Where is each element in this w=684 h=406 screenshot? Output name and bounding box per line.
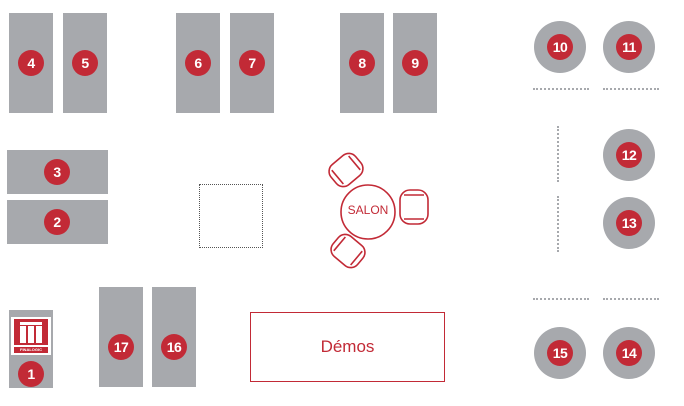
booth-badge-9: 9	[402, 50, 428, 76]
empty-area	[199, 184, 263, 248]
finalogic-logo-text: FINALOGIC	[20, 347, 42, 352]
finalogic-logo-icon	[14, 319, 48, 353]
demo-area[interactable]: Démos	[250, 312, 445, 382]
booth-badge-12: 12	[616, 142, 642, 168]
booth-badge-7: 7	[239, 50, 265, 76]
booth-badge-3: 3	[44, 159, 70, 185]
booth-badge-10: 10	[547, 34, 573, 60]
booth-badge-16: 16	[161, 334, 187, 360]
booth-badge-11: 11	[616, 34, 642, 60]
booth-badge-13: 13	[616, 210, 642, 236]
divider-bottom-right	[603, 298, 659, 300]
booth-badge-4: 4	[18, 50, 44, 76]
salon-lounge[interactable]	[318, 148, 438, 278]
booth-badge-8: 8	[349, 50, 375, 76]
booth-badge-15: 15	[547, 340, 573, 366]
divider-vertical-top	[557, 126, 559, 182]
finalogic-logo: FINALOGIC	[11, 317, 51, 355]
booth-badge-6: 6	[185, 50, 211, 76]
booth-badge-1: 1	[18, 361, 44, 387]
divider-vertical-bottom	[557, 196, 559, 252]
chair-top-icon	[328, 152, 364, 188]
salon-table	[340, 184, 396, 240]
booth-badge-17: 17	[108, 334, 134, 360]
chair-bottom-icon	[330, 233, 366, 269]
booth-badge-5: 5	[72, 50, 98, 76]
divider-top-right	[603, 88, 659, 90]
divider-top-left	[533, 88, 589, 90]
chair-right-icon	[399, 189, 429, 225]
demo-label: Démos	[320, 337, 375, 356]
booth-badge-2: 2	[44, 209, 70, 235]
booth-badge-14: 14	[616, 340, 642, 366]
divider-bottom-left	[533, 298, 589, 300]
salon-label: SALON	[347, 203, 389, 217]
